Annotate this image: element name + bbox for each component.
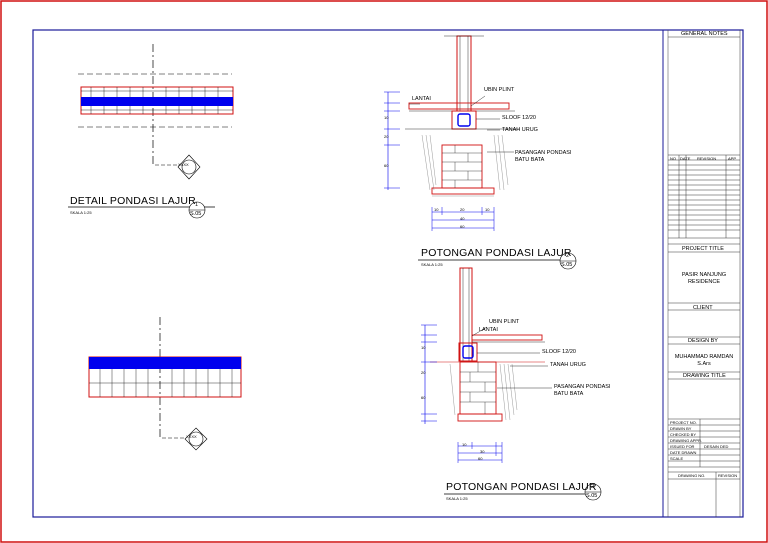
sec-bot-side-dim-3: 60: [421, 395, 426, 400]
detail-plan-top: [78, 44, 234, 180]
sec-bot-pasangan-1: PASANGAN PONDASI: [554, 384, 611, 390]
project-title-label: PROJECT TITLE: [682, 246, 724, 252]
title-block: [668, 30, 741, 517]
section-drawing-bottom: [421, 267, 602, 501]
detail-scale: SKALA 1:25: [70, 210, 92, 215]
sec-bot-tag-num: 2: [591, 484, 595, 490]
info-project-no: PROJECT NO.: [670, 420, 697, 425]
info-scale: SCALE: [670, 456, 684, 461]
sec-bot-side-dim-2: 20: [421, 370, 426, 375]
sec-bot-tag-sheet: S.05: [586, 493, 598, 499]
sec-bot-ubin-plint: UBIN PLINT: [489, 319, 520, 325]
client-label: CLIENT: [693, 305, 713, 311]
sec-bot-dim-1: 10: [462, 442, 467, 447]
info-drawn-by: DRAWN BY: [670, 426, 692, 431]
sec-top-tag-num: 2: [566, 253, 570, 259]
sec-top-tag-sheet: S.05: [561, 262, 573, 268]
sec-bot-sloof: SLOOF 12/20: [542, 349, 576, 355]
marker-bottom-text: XXXX: [186, 434, 197, 439]
sec-top-lantai: LANTAI: [412, 96, 431, 102]
info-issued-for: ISSUED FOR: [670, 444, 695, 449]
sec-top-dim-5: 60: [460, 224, 465, 229]
sec-top-dim-2: 20: [460, 207, 465, 212]
sec-bot-tanah-urug: TANAH URUG: [550, 362, 586, 368]
designer-name: MUHAMMAD RAMDAN S.Ars: [674, 354, 734, 367]
sec-bot-dim-3: 60: [478, 456, 483, 461]
footer-revision: REVISION: [718, 473, 738, 478]
info-checked-by: CHECKED BY: [670, 432, 697, 437]
sec-bot-dim-2: 30: [480, 449, 485, 454]
sec-top-scale: SKALA 1:25: [421, 262, 443, 267]
general-notes-label: GENERAL NOTES: [681, 31, 728, 37]
detail-tag-num: 1: [195, 202, 199, 208]
sec-top-dim-4: 40: [460, 216, 465, 221]
info-drawing-appr: DRAWING APPR.: [670, 438, 703, 443]
design-by-label: DESIGN BY: [688, 338, 718, 344]
drawing-frame: [32, 29, 744, 518]
sec-top-dim-3: 10: [485, 207, 490, 212]
marker-top-text: XXXX: [178, 162, 189, 167]
section-marker-bottom: [184, 427, 208, 451]
detail-plan-bottom: [88, 317, 242, 451]
sec-top-title: POTONGAN PONDASI LAJUR: [421, 247, 572, 259]
info-issued-for-value: DESAIN DED: [704, 444, 729, 449]
rev-header-revision: REVISION: [697, 156, 717, 161]
sec-top-tanah-urug: TANAH URUG: [502, 127, 538, 133]
footer-drawing-no: DRAWING NO.: [678, 473, 706, 478]
section-drawing-top: [384, 35, 577, 270]
sec-top-side-dim-1: 10: [384, 115, 389, 120]
sec-top-pasangan-2: BATU BATA: [515, 157, 545, 163]
rev-header-date: DATE: [680, 156, 691, 161]
sec-bot-pasangan-2: BATU BATA: [554, 391, 584, 397]
detail-title: DETAIL PONDASI LAJUR: [70, 195, 196, 207]
sec-top-pasangan-1: PASANGAN PONDASI: [515, 150, 572, 156]
sec-bot-lantai: LANTAI: [479, 327, 498, 333]
sec-top-side-dim-2: 20: [384, 134, 389, 139]
sec-top-ubin-plint: UBIN PLINT: [484, 87, 515, 93]
sec-bot-title: POTONGAN PONDASI LAJUR: [446, 481, 597, 493]
rev-header-app: APP: [728, 156, 737, 161]
rev-header-no: NO: [670, 156, 676, 161]
sec-bot-side-dim-1: 10: [421, 345, 426, 350]
sec-bot-scale: SKALA 1:25: [446, 496, 468, 501]
sec-top-dim-1: 10: [434, 207, 439, 212]
drawing-title-label: DRAWING TITLE: [683, 373, 726, 379]
sec-top-side-dim-3: 60: [384, 163, 389, 168]
detail-tag-sheet: S.05: [190, 211, 202, 217]
project-name: PASIR NANJUNG RESIDENCE: [681, 272, 727, 285]
section-marker-top: [177, 154, 201, 180]
sec-top-sloof: SLOOF 12/20: [502, 115, 536, 121]
info-date-drawn: DATE DRAWN: [670, 450, 697, 455]
